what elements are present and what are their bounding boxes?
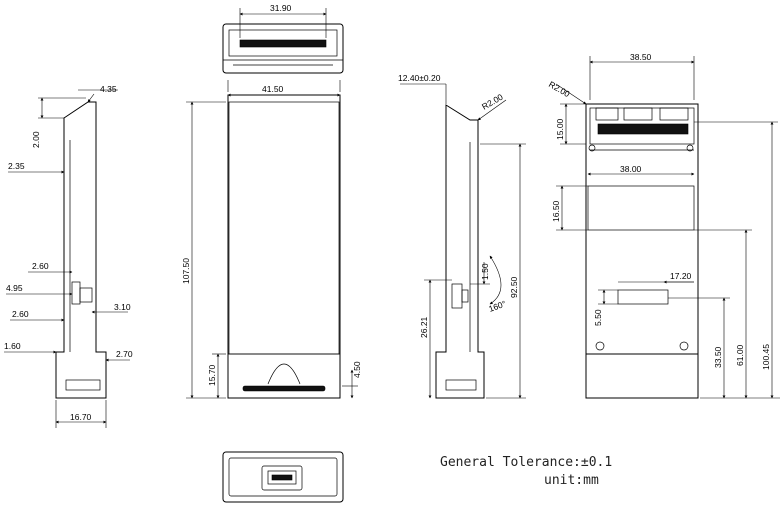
dim-s3-1-50: 1.50 [480, 263, 490, 280]
dim-r-15-00: 15.00 [555, 118, 565, 140]
dim-r-17-20: 17.20 [670, 271, 692, 281]
dim-side-2-60-a: 2.60 [32, 261, 49, 271]
dim-body-width: 41.50 [262, 84, 284, 94]
front-view: 41.50 107.50 15.70 4.50 [181, 80, 362, 399]
dim-side-4-35: 4.35 [100, 84, 117, 94]
dim-s3-26-21: 26.21 [419, 316, 429, 338]
dim-r-5-50: 5.50 [593, 309, 603, 326]
dim-side-2-60-b: 2.60 [12, 309, 29, 319]
rear-view: 38.50 R2.00 15.00 38.00 16.50 17.20 5.50… [547, 52, 780, 399]
bottom-view [222, 451, 344, 503]
side-view-section: 12.40±0.20 R2.00 92.50 26.21 1.50 160° [398, 73, 526, 399]
dim-side-3-10: 3.10 [114, 302, 131, 312]
dim-side-4-95: 4.95 [6, 283, 23, 293]
dim-r-61-00: 61.00 [735, 344, 745, 366]
dim-s3-12-40: 12.40±0.20 [398, 73, 441, 83]
dim-top-width: 31.90 [270, 3, 292, 13]
dim-front-15-70: 15.70 [207, 364, 217, 386]
dim-r-38-00: 38.00 [620, 164, 642, 174]
dim-side-1-60: 1.60 [4, 341, 21, 351]
dim-side-2-00: 2.00 [31, 131, 41, 148]
dim-r-38-50: 38.50 [630, 52, 652, 62]
side-view-left: 4.35 2.00 2.35 2.60 4.95 3.10 2.60 1.60 … [4, 84, 133, 428]
dim-s3-92-50: 92.50 [509, 276, 519, 298]
dim-r-100-45: 100.45 [761, 344, 771, 370]
top-view: 31.90 [222, 3, 344, 74]
dim-r-16-50: 16.50 [551, 200, 561, 222]
dim-s3-r2-00: R2.00 [480, 92, 505, 112]
unit-note: unit:mm [544, 473, 599, 488]
dim-body-height: 107.50 [181, 258, 191, 284]
dim-side-2-35: 2.35 [8, 161, 25, 171]
dim-r-33-50: 33.50 [713, 346, 723, 368]
general-tolerance-note: General Tolerance:±0.1 [440, 455, 612, 470]
dim-side-2-70: 2.70 [116, 349, 133, 359]
dim-side-16-70: 16.70 [70, 412, 92, 422]
dim-front-4-50: 4.50 [352, 361, 362, 378]
dim-s3-angle: 160° [487, 298, 507, 313]
dim-r-r2-00: R2.00 [547, 79, 572, 99]
